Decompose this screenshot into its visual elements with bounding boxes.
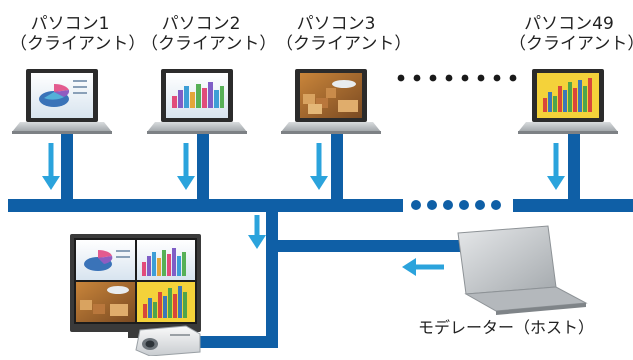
laptop-icon [147, 69, 247, 134]
network-bus [8, 134, 633, 348]
ellipsis-dots [411, 200, 501, 210]
laptop-icon [281, 69, 381, 134]
arrow-left-icon [402, 258, 444, 276]
arrow-down-icon [42, 143, 60, 190]
column-chart-screen [543, 78, 592, 112]
projector-icon [135, 325, 201, 357]
client-role: （クライアント） [10, 34, 146, 54]
display-panel-icon [70, 234, 201, 338]
laptop-icon [457, 225, 588, 315]
arrow-down-icon [547, 143, 565, 190]
host-label: モデレーター（ホスト） [418, 318, 595, 337]
client-name: パソコン1 [30, 14, 110, 34]
client-role: （クライアント） [509, 34, 633, 54]
client-name: パソコン2 [161, 14, 241, 34]
ellipsis-dots [397, 74, 517, 82]
client-label: パソコン3 （クライアント） [276, 14, 412, 54]
photo-screen [303, 80, 358, 114]
arrow-down-icon [177, 143, 195, 190]
laptop-icon [518, 69, 618, 134]
client-role: （クライアント） [276, 34, 412, 54]
arrow-down-icon [248, 215, 266, 249]
client-name: パソコン3 [296, 14, 376, 34]
client-name: パソコン49 [524, 14, 614, 34]
client-role: （クライアント） [141, 34, 277, 54]
bar-chart-screen [172, 82, 224, 108]
client-label: パソコン49 （クライアント） [509, 14, 633, 54]
pie-chart-screen [39, 80, 87, 107]
client-label: パソコン2 （クライアント） [141, 14, 277, 54]
laptop-icon [12, 69, 112, 134]
arrow-down-icon [310, 143, 328, 190]
client-label: パソコン1 （クライアント） [10, 14, 146, 54]
